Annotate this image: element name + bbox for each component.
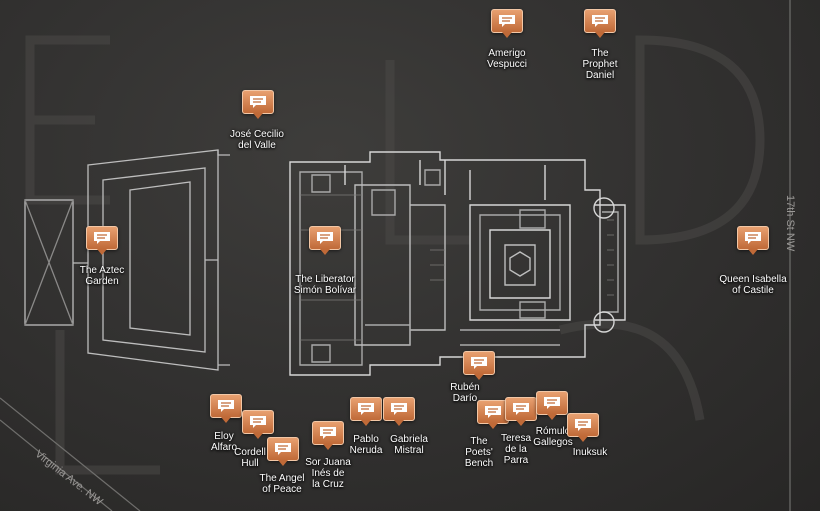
speech-bubble-icon	[250, 416, 266, 428]
speech-bubble-icon	[358, 403, 374, 415]
map-marker-inuksuk[interactable]	[567, 413, 599, 442]
speech-bubble-icon	[471, 357, 487, 369]
map-marker-angel-of-peace[interactable]	[267, 437, 299, 466]
speech-bubble-icon	[391, 403, 407, 415]
speech-bubble-icon	[94, 232, 110, 244]
speech-bubble-icon	[745, 232, 761, 244]
speech-bubble-icon	[218, 400, 234, 412]
map-marker-cordell-hull[interactable]	[242, 410, 274, 439]
speech-bubble-icon	[544, 397, 560, 409]
speech-bubble-icon	[592, 15, 608, 27]
speech-bubble-icon	[575, 419, 591, 431]
map-marker-jose-cecilio-del-valle[interactable]	[242, 90, 274, 119]
map-marker-queen-isabella[interactable]	[737, 226, 769, 255]
map-marker-simon-bolivar[interactable]	[309, 226, 341, 255]
speech-bubble-icon	[317, 232, 333, 244]
map-marker-sor-juana[interactable]	[312, 421, 344, 450]
speech-bubble-icon	[499, 15, 515, 27]
map-marker-aztec-garden[interactable]	[86, 226, 118, 255]
map-marker-pablo-neruda[interactable]	[350, 397, 382, 426]
speech-bubble-icon	[275, 443, 291, 455]
map-marker-poets-bench[interactable]	[477, 400, 509, 429]
map-marker-teresa-de-la-parra[interactable]	[505, 397, 537, 426]
speech-bubble-icon	[513, 403, 529, 415]
street-label-17th-st: 17th St NW	[784, 195, 796, 252]
map-marker-amerigo-vespucci[interactable]	[491, 9, 523, 38]
map-marker-gabriela-mistral[interactable]	[383, 397, 415, 426]
speech-bubble-icon	[320, 427, 336, 439]
speech-bubble-icon	[485, 406, 501, 418]
map-marker-prophet-daniel[interactable]	[584, 9, 616, 38]
map-marker-ruben-dario[interactable]	[463, 351, 495, 380]
map-marker-eloy-alfaro[interactable]	[210, 394, 242, 423]
marker-label-inuksuk: Inuksuk	[572, 447, 608, 458]
map-marker-romulo-gallegos[interactable]	[536, 391, 568, 420]
speech-bubble-icon	[250, 96, 266, 108]
